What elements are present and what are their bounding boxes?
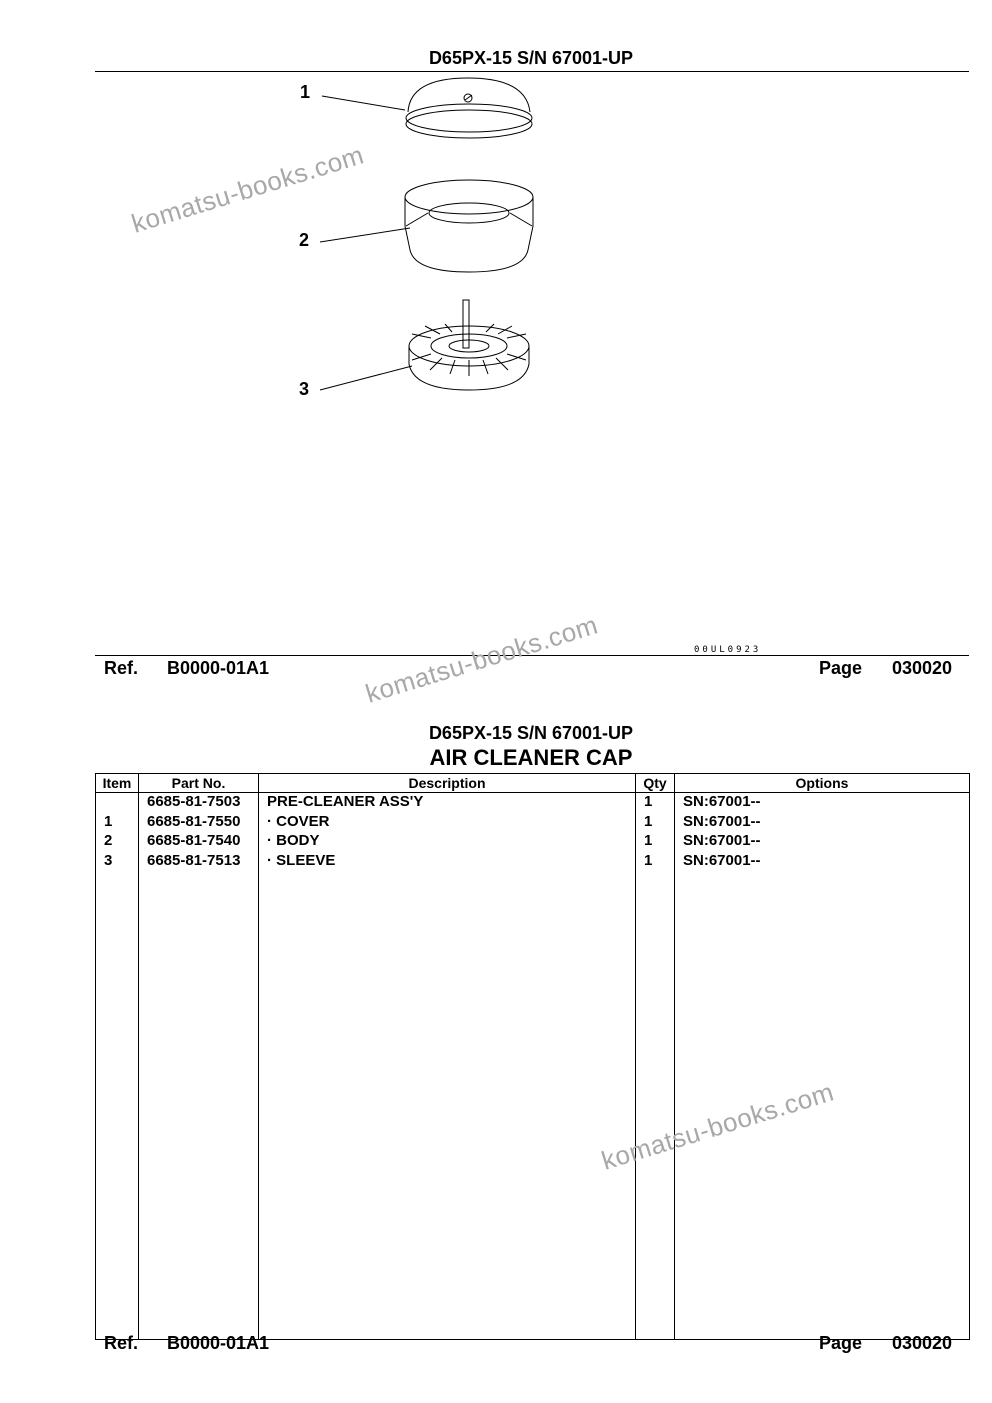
cell-qty: 1: [635, 832, 675, 852]
cell-options: SN:67001--: [674, 851, 970, 871]
ref-code-bottom: B0000-01A1: [167, 1333, 270, 1353]
header-rule: [95, 71, 969, 72]
callout-2: 2: [299, 230, 310, 250]
column-header-qty: Qty: [635, 773, 675, 793]
column-header-options: Options: [674, 773, 970, 793]
table-row: 2 6685-81-7540 · BODY 1 SN:67001--: [95, 832, 970, 852]
cell-options: SN:67001--: [674, 812, 970, 832]
leader-line-3: [319, 365, 413, 391]
ref-label-bottom: Ref.: [104, 1333, 139, 1353]
body-part-drawing: [404, 179, 534, 273]
cell-part-no: 6685-81-7540: [138, 832, 259, 852]
cell-qty: 1: [635, 812, 675, 832]
callout-1: 1: [300, 82, 311, 102]
table-filler-row: [95, 871, 970, 1340]
page-label-bottom: Page: [819, 1333, 863, 1353]
cell-qty: 1: [635, 792, 675, 813]
cover-part-drawing: [405, 77, 533, 139]
parts-list-title: AIR CLEANER CAP: [429, 745, 633, 770]
parts-table: Item Part No. Description Qty Options 66…: [95, 773, 970, 1340]
table-header-row: Item Part No. Description Qty Options: [95, 773, 970, 793]
ref-code-top: B0000-01A1: [167, 658, 270, 678]
leader-line-2: [319, 227, 411, 243]
cell-description: · SLEEVE: [258, 851, 636, 871]
column-header-item: Item: [95, 773, 139, 793]
callout-3: 3: [299, 379, 310, 399]
cell-qty: 1: [635, 851, 675, 871]
column-header-description: Description: [258, 773, 636, 793]
cell-part-no: 6685-81-7513: [138, 851, 259, 871]
table-row: 1 6685-81-7550 · COVER 1 SN:67001--: [95, 812, 970, 832]
cell-item: [95, 792, 139, 813]
leader-line-1: [321, 95, 406, 111]
cell-description: PRE-CLEANER ASS'Y: [258, 792, 636, 813]
cell-item: 3: [95, 851, 139, 871]
cell-description: · COVER: [258, 812, 636, 832]
page-number-top: 030020: [892, 658, 953, 678]
cell-part-no: 6685-81-7503: [138, 792, 259, 813]
cell-item: 2: [95, 832, 139, 852]
page-number-bottom: 030020: [892, 1333, 953, 1353]
column-header-part-no: Part No.: [138, 773, 259, 793]
exploded-diagram: [319, 77, 534, 391]
page-header: D65PX-15 S/N 67001-UP: [428, 48, 634, 68]
footer-rule-top: [95, 655, 969, 656]
page-label-top: Page: [819, 658, 863, 678]
cell-part-no: 6685-81-7550: [138, 812, 259, 832]
ref-label-top: Ref.: [104, 658, 139, 678]
cell-description: · BODY: [258, 832, 636, 852]
cell-options: SN:67001--: [674, 792, 970, 813]
table-row: 6685-81-7503 PRE-CLEANER ASS'Y 1 SN:6700…: [95, 792, 970, 813]
illustration-number: 00UL0923: [694, 645, 762, 655]
table-row: 3 6685-81-7513 · SLEEVE 1 SN:67001--: [95, 851, 970, 871]
cell-options: SN:67001--: [674, 832, 970, 852]
sleeve-part-drawing: [408, 299, 530, 391]
parts-list-model: D65PX-15 S/N 67001-UP: [428, 723, 634, 743]
cell-item: 1: [95, 812, 139, 832]
